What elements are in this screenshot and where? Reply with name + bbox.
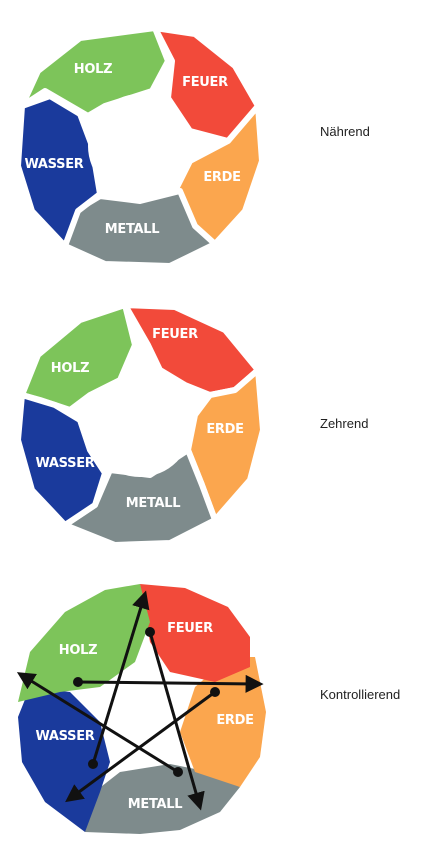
label-holz: HOLZ [74,62,112,77]
cycle-ring-zehrend: HOLZ FEUER ERDE METALL WASSER [15,302,266,548]
segment-erde [180,657,266,787]
caption-zehrend: Zehrend [320,416,369,431]
segment-holz [18,584,150,702]
label-erde: ERDE [216,713,253,728]
arrow-erde-to-wasser [65,690,216,803]
cycle-ring-naehrend: HOLZ FEUER ERDE METALL WASSER [15,25,265,269]
label-erde: ERDE [206,422,243,437]
arrow-origin-dots [73,627,220,777]
diagram-zehrend: HOLZ FEUER ERDE METALL WASSER [0,293,290,563]
caption-naehrend: Nährend [320,124,370,139]
label-wasser: WASSER [35,729,94,744]
label-wasser: WASSER [35,456,94,471]
arrow-wasser-to-feuer [91,590,150,765]
diagram-kontrollierend: HOLZ FEUER ERDE METALL WASSER [0,580,290,850]
label-erde: ERDE [203,170,240,185]
segment-wasser [15,392,108,528]
segment-wasser [18,687,110,832]
label-metall: METALL [105,222,160,237]
caption-kontrollierend: Kontrollierend [320,687,401,702]
label-holz: HOLZ [59,643,97,658]
label-wasser: WASSER [24,157,83,172]
arrow-feuer-to-metall [148,631,205,811]
control-star-diagram: HOLZ FEUER ERDE METALL WASSER [16,584,266,834]
segment-wasser [15,93,103,249]
segment-metall [85,764,240,834]
segment-feuer [140,584,250,682]
label-feuer: FEUER [167,621,213,636]
arrow-holz-to-erde [77,674,264,693]
label-metall: METALL [128,797,183,812]
label-holz: HOLZ [51,361,89,376]
diagram-naehrend: HOLZ FEUER ERDE METALL WASSER [0,8,290,278]
arrow-metall-to-holz [16,672,179,774]
control-arrows [16,590,264,811]
label-feuer: FEUER [152,327,198,342]
label-feuer: FEUER [182,75,228,90]
label-metall: METALL [126,496,181,511]
element-discs [18,584,266,834]
